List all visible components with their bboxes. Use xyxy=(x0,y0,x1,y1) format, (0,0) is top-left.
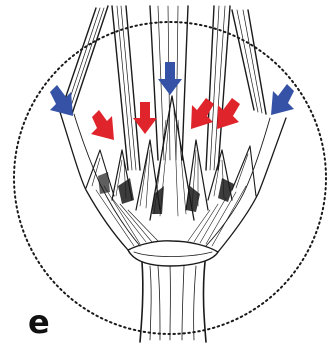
blue-arrow-right xyxy=(271,84,294,115)
stem-drawing xyxy=(60,6,286,342)
red-arrow-4 xyxy=(217,98,240,129)
blue-arrow-left xyxy=(50,85,73,116)
panel-label: e xyxy=(28,306,50,338)
red-arrow-1 xyxy=(91,110,114,140)
red-arrow-3 xyxy=(191,98,214,129)
